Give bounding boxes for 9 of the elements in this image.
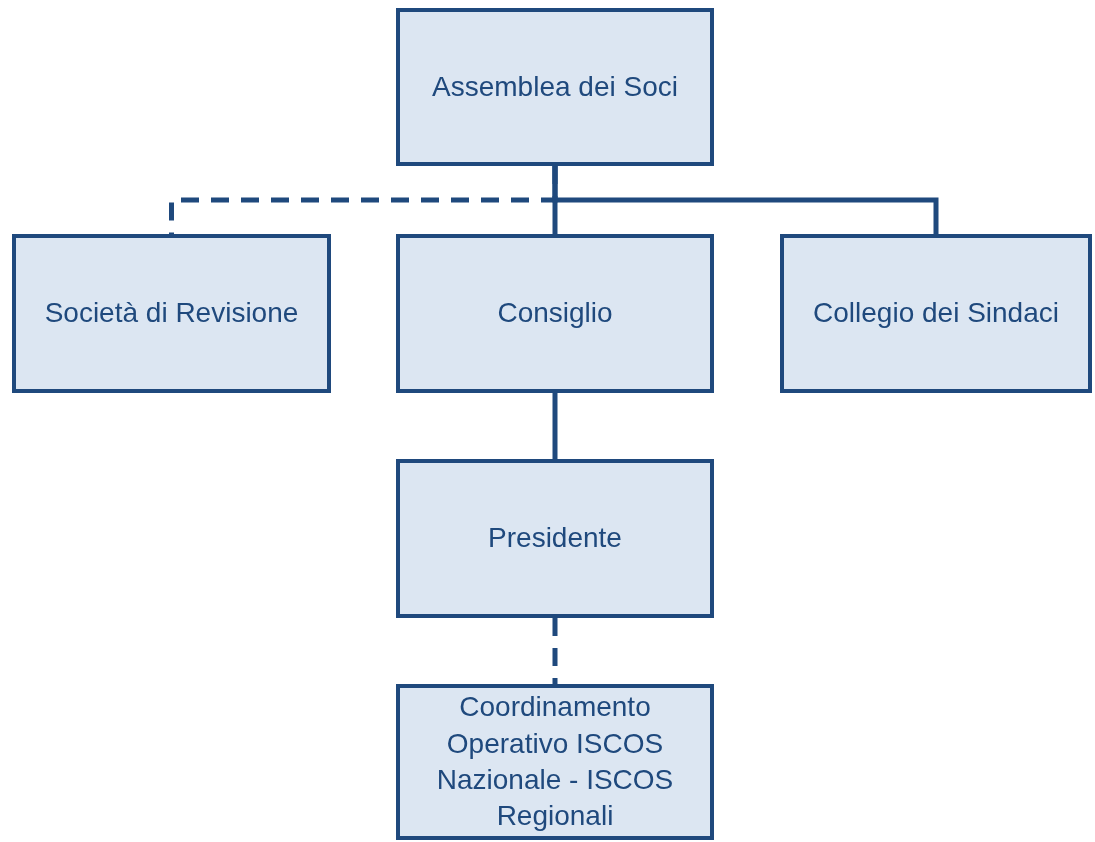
org-box: Presidente (396, 459, 714, 618)
connector-line (552, 618, 558, 684)
connector-line (552, 166, 939, 234)
org-box: Società di Revisione (12, 234, 331, 393)
org-box: Assemblea dei Soci (396, 8, 714, 166)
org-box: Coordinamento Operativo ISCOS Nazionale - ISCOS Regionali (396, 684, 714, 840)
connector-line (552, 393, 558, 459)
org-box: Collegio dei Sindaci (780, 234, 1092, 393)
org-box: Consiglio (396, 234, 714, 393)
